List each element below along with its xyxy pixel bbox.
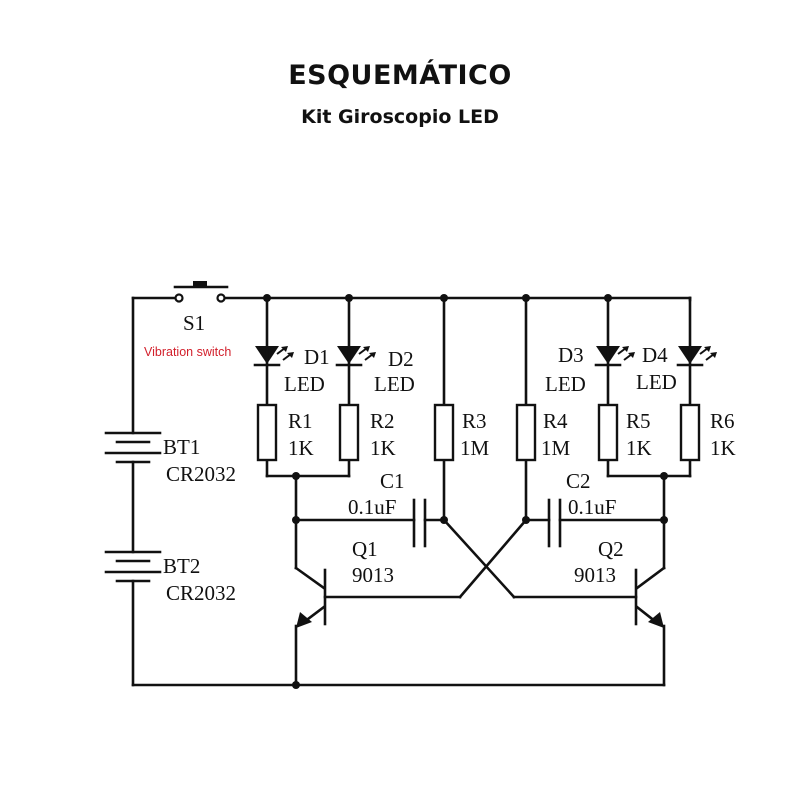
battery-column <box>104 296 162 687</box>
r4-value: 1M <box>541 436 571 460</box>
r6-label: R6 <box>710 409 735 433</box>
led-d1-icon <box>253 346 294 367</box>
r2-value: 1K <box>370 436 396 460</box>
r3-label: R3 <box>462 409 487 433</box>
r3-value: 1M <box>460 436 490 460</box>
transistor-q1 <box>294 518 327 687</box>
schematic-title: ESQUEMÁTICO <box>288 60 512 91</box>
bt1-value: CR2032 <box>166 462 236 486</box>
r6-value: 1K <box>710 436 736 460</box>
vibration-switch-note: Vibration switch <box>144 345 231 359</box>
resistor-r4 <box>515 403 537 462</box>
d1-label: D1 <box>304 345 330 369</box>
r2-label: R2 <box>370 409 395 433</box>
d2-label: D2 <box>388 347 414 371</box>
r5-label: R5 <box>626 409 651 433</box>
q1-label: Q1 <box>352 537 378 561</box>
c1-value: 0.1uF <box>348 495 396 519</box>
c1-label: C1 <box>380 469 405 493</box>
c2-label: C2 <box>566 469 591 493</box>
r4-label: R4 <box>543 409 568 433</box>
q2-value: 9013 <box>574 563 616 587</box>
d4-label: D4 <box>642 343 668 367</box>
switch-s1 <box>173 281 229 303</box>
q1-value: 9013 <box>352 563 394 587</box>
bt2-label: BT2 <box>163 554 200 578</box>
q2-label: Q2 <box>598 537 624 561</box>
bt1-label: BT1 <box>163 435 200 459</box>
s1-label: S1 <box>183 311 205 335</box>
resistor-r1 <box>256 403 278 462</box>
led-d2-icon <box>335 346 376 367</box>
resistor-r6 <box>679 403 701 462</box>
r1-label: R1 <box>288 409 313 433</box>
r1-value: 1K <box>288 436 314 460</box>
resistor-r3 <box>433 403 455 462</box>
d3-value: LED <box>545 372 586 396</box>
cross-coupling-wires <box>323 518 638 599</box>
led-d4-icon <box>676 346 717 367</box>
branch-wires <box>265 296 692 522</box>
c2-value: 0.1uF <box>568 495 616 519</box>
bt2-value: CR2032 <box>166 581 236 605</box>
schematic-subtitle: Kit Giroscopio LED <box>301 106 499 128</box>
d1-value: LED <box>284 372 325 396</box>
resistor-r5 <box>597 403 619 462</box>
d4-value: LED <box>636 370 677 394</box>
junction-dot <box>292 472 300 480</box>
resistor-r2 <box>338 403 360 462</box>
led-d3-icon <box>594 346 635 367</box>
d3-label: D3 <box>558 343 584 367</box>
transistor-q2 <box>634 518 666 687</box>
d2-value: LED <box>374 372 415 396</box>
junction-dot <box>660 472 668 480</box>
r5-value: 1K <box>626 436 652 460</box>
capacitor-c2 <box>524 498 666 548</box>
